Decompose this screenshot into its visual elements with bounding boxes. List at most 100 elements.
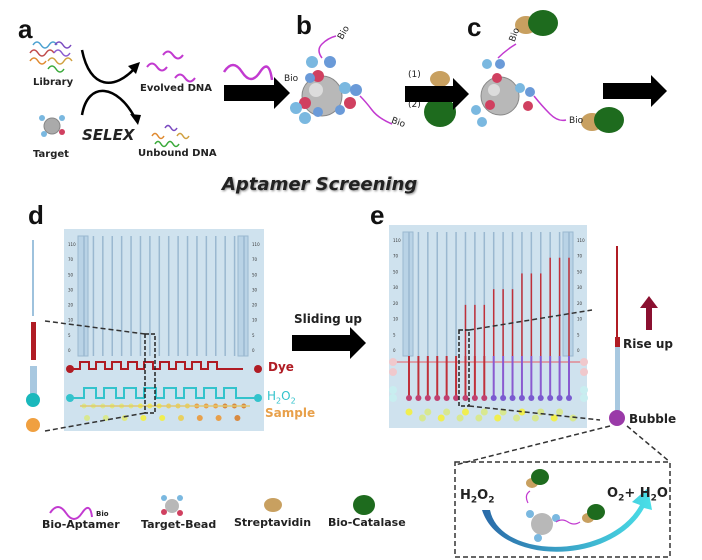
scale-tick-label: 110 [393, 238, 401, 243]
panel-a-letter: a [18, 14, 33, 44]
rise-up-label: Rise up [623, 337, 673, 351]
scale-tick-label: 50 [68, 272, 74, 277]
legend-catalase-icon [353, 495, 375, 515]
sample-dot [550, 414, 558, 422]
scale-tick-label: 110 [68, 242, 76, 247]
product-plus-h: + H [624, 486, 651, 501]
legend-aptamer-icon [49, 506, 93, 520]
scale-tick-label: 0 [252, 348, 255, 353]
scale-tick-label: 50 [393, 269, 399, 274]
reactant-sub2: 2 [488, 495, 495, 506]
legend-label-streptavidin: Streptavidin [234, 516, 312, 529]
unbound-dna-label: Unbound DNA [138, 148, 217, 159]
scale-tick-label: 50 [577, 269, 583, 274]
sample-well [84, 415, 90, 421]
outlet-dot [453, 395, 460, 401]
outlet-dot [462, 395, 469, 401]
scale-tick-label: 30 [252, 287, 258, 292]
selex-label: SELEX [82, 126, 135, 144]
reactant-label: H2O2 [460, 488, 494, 506]
scale-tick-label: 30 [577, 285, 583, 290]
product-sub: 2 [618, 493, 625, 504]
outlet-dot [547, 395, 554, 401]
legend-bio-tag: Bio [96, 510, 109, 518]
sample-well [196, 415, 203, 421]
sample-well [234, 415, 241, 421]
reaction-arrow [482, 488, 652, 552]
outlet-dot [500, 395, 507, 401]
scale-tick-label: 5 [577, 332, 580, 337]
scale-tick-label: 10 [393, 317, 399, 322]
scale-tick-label: 20 [68, 303, 74, 308]
scale-tick-label: 70 [68, 257, 74, 262]
product-sub2: 2 [650, 493, 657, 504]
arrow-b-to-c [405, 78, 469, 110]
outlet-dot [481, 395, 488, 401]
evolved-dna-label: Evolved DNA [140, 83, 212, 94]
scale-tick-label: 0 [68, 348, 71, 353]
scale-tick-label: 0 [577, 348, 580, 353]
arrow-c-next [603, 75, 667, 107]
sample-dot [480, 408, 488, 416]
legend-label-target-bead: Target-Bead [141, 518, 217, 531]
legend-target-bead-icon [161, 495, 183, 516]
reactant-h: H [460, 488, 471, 503]
sample-well [102, 415, 109, 421]
outlet-dot [424, 395, 431, 401]
outlet-dot [406, 395, 412, 401]
sample-dot [494, 414, 502, 422]
scale-tick-label: 70 [577, 254, 583, 259]
scale-tick-label: 20 [393, 301, 399, 306]
reactant-sub1: 2 [470, 495, 478, 506]
sample-dot [513, 414, 521, 422]
h2o2-sub2: 2 [290, 396, 296, 406]
sample-dot [531, 414, 539, 422]
legend-label-bio-catalase: Bio-Catalase [328, 516, 406, 529]
library-label: Library [33, 77, 74, 88]
scale-tick-label: 30 [393, 285, 399, 290]
sample-dot [569, 414, 577, 422]
panel-b-letter: b [296, 10, 312, 40]
scale-tick-label: 10 [68, 318, 74, 323]
sample-dot [418, 414, 426, 422]
outlet-dot [556, 395, 563, 401]
scale-tick-label: 20 [577, 301, 583, 306]
outlet-dot [443, 395, 450, 401]
scale-tick-label: 20 [252, 303, 258, 308]
arrow-a-to-b [224, 77, 290, 109]
scale-tick-label: 110 [252, 242, 260, 247]
sample-well [178, 415, 184, 421]
streptavidin-icon [430, 71, 450, 87]
bubble-icon [609, 410, 625, 426]
outlet-dot [518, 395, 525, 401]
outlet-dot [490, 395, 497, 401]
sample-dot [461, 408, 469, 416]
product-o-end: O [656, 486, 668, 501]
reactant-o: O [477, 488, 489, 503]
outlet-dot [434, 395, 441, 401]
scale-tick-label: 30 [68, 287, 74, 292]
scale-tick-label: 5 [393, 332, 396, 337]
h2o2-channel [70, 387, 258, 399]
legend-label-bio-aptamer: Bio-Aptamer [42, 518, 120, 531]
step-1-label: (1) [408, 70, 421, 80]
scale-tick-label: 10 [577, 317, 583, 322]
dye-label: Dye [268, 360, 294, 374]
reaction-complex [525, 469, 605, 542]
outlet-dot [509, 395, 516, 401]
outlet-dot [528, 395, 535, 401]
sample-label: Sample [265, 406, 316, 420]
scale-tick-label: 110 [577, 238, 585, 243]
scale-tick-label: 0 [393, 348, 396, 353]
scale-tick-label: 5 [68, 333, 71, 338]
h2o2-sub: 2 [276, 396, 282, 406]
scale-column [77, 235, 89, 357]
outlet-dot [471, 395, 478, 401]
aptamer-bead-complex-c [471, 10, 624, 133]
bio-label-c-bottom: Bio [569, 116, 584, 126]
outlet-dot [566, 395, 572, 401]
scale-tick-label: 50 [252, 272, 258, 277]
catalase-icon [424, 97, 456, 127]
